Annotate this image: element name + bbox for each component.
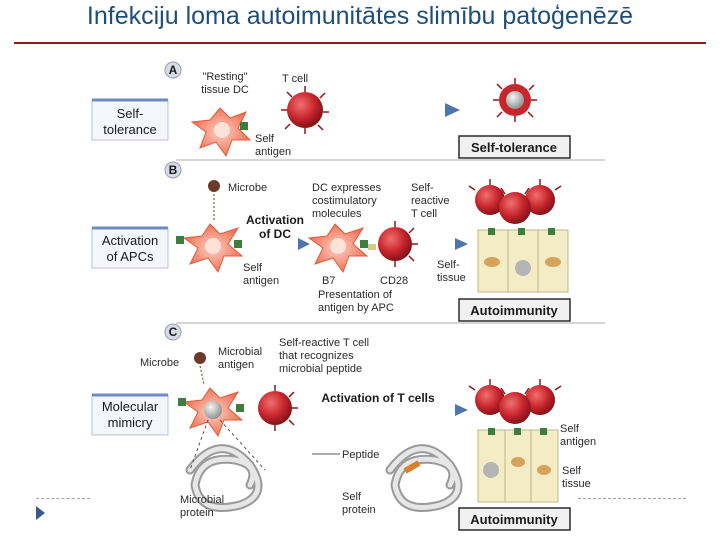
self-protein-label-2: protein xyxy=(342,504,376,516)
autoimmunity-arrow-head-b xyxy=(455,238,468,250)
dc-expresses-label-3: molecules xyxy=(312,208,362,220)
recognizes-label-1: Self-reactive T cell xyxy=(279,337,369,349)
autoimmunity-outcome-box-b xyxy=(458,298,571,322)
panel-a-side-label-2: tolerance xyxy=(103,122,156,137)
self-antigen-label-2: antigen xyxy=(255,146,291,158)
activated-dendritic-cell-1 xyxy=(182,223,244,274)
panel-b-outcome: Autoimmunity xyxy=(470,303,558,318)
self-tissue-block-c xyxy=(477,428,559,503)
self-antigen-label-c1: Self xyxy=(560,423,580,435)
activation-t-cells-label: Activation of T cells xyxy=(321,391,435,405)
panel-b-side-label-2: of APCs xyxy=(107,249,154,264)
self-reactive-label-3: T cell xyxy=(411,208,437,220)
footer-dash-right xyxy=(578,498,686,499)
self-antigen-label-1: Self xyxy=(255,133,275,145)
self-tissue-label-c2: tissue xyxy=(562,478,591,490)
self-tissue-label-c1: Self xyxy=(562,465,582,477)
footer-dash-left xyxy=(36,498,90,499)
panel-a-outcome: Self-tolerance xyxy=(471,140,557,155)
microbial-antigen-label-2: antigen xyxy=(218,359,254,371)
panel-a-side-box xyxy=(91,99,169,141)
self-reactive-t-cell-c xyxy=(258,385,298,431)
self-antigen-label-b2: antigen xyxy=(243,275,279,287)
panel-a-badge xyxy=(164,61,182,79)
presentation-label-1: Presentation of xyxy=(318,289,393,301)
b7-label: B7 xyxy=(322,275,335,287)
microbe-icon-c xyxy=(194,352,206,364)
title-underline xyxy=(14,42,706,44)
tissue-t-cell-cluster-b xyxy=(468,179,562,224)
tolerance-arrow-head xyxy=(445,103,460,117)
slide-title: Infekciju loma autoimunitātes slimību pa… xyxy=(86,2,634,30)
resting-dc-label-2: tissue DC xyxy=(201,84,249,96)
t-cell xyxy=(281,86,329,134)
self-antigen-label-b1: Self xyxy=(243,262,263,274)
tissue-t-cell-cluster-c xyxy=(468,379,562,424)
cd28-label: CD28 xyxy=(380,275,408,287)
peptide-segment xyxy=(403,460,421,474)
t-cell-label: T cell xyxy=(282,73,308,85)
presentation-label-2: antigen by APC xyxy=(318,302,394,314)
panel-a-side-label-1: Self- xyxy=(117,106,144,121)
panel-c: C Molecular mimicry Microbe Microbial an… xyxy=(91,323,596,531)
microbe-label-b: Microbe xyxy=(228,182,267,194)
anergic-t-cell xyxy=(493,78,537,122)
self-antigen-label-c2: antigen xyxy=(560,436,596,448)
recognizes-label-2: that recognizes xyxy=(279,350,354,362)
autoimmunity-outcome-box-c xyxy=(458,507,571,531)
self-tolerance-outcome-box xyxy=(458,135,571,159)
panel-c-letter: C xyxy=(169,325,178,339)
panel-b-side-label-1: Activation xyxy=(102,233,158,248)
activation-t-cells-arrow-head xyxy=(455,404,468,416)
panel-b: B Activation of APCs Microbe Self antige… xyxy=(91,161,571,322)
microbe-icon xyxy=(208,180,220,192)
resting-dendritic-cell xyxy=(190,107,252,158)
self-tissue-label-b1: Self- xyxy=(437,259,460,271)
activation-of-dc-label-2: of DC xyxy=(259,227,291,241)
recognizes-label-3: microbial peptide xyxy=(279,363,362,375)
self-tissue-block-b xyxy=(477,228,569,293)
self-reactive-label-1: Self- xyxy=(411,182,434,194)
dc-expresses-label-2: costimulatory xyxy=(312,195,377,207)
microbial-protein-label-1: Microbial xyxy=(180,494,224,506)
self-reactive-label-2: reactive xyxy=(411,195,450,207)
panel-a-letter: A xyxy=(169,63,178,77)
mhc-self-antigen xyxy=(240,122,248,130)
activated-dendritic-cell-2 xyxy=(307,223,369,274)
b7-molecule xyxy=(360,240,368,248)
panel-b-badge xyxy=(164,161,182,179)
panel-b-letter: B xyxy=(169,163,178,177)
dc-expresses-label-1: DC expresses xyxy=(312,182,382,194)
self-reactive-t-cell-b xyxy=(378,221,418,267)
self-protein-label-1: Self xyxy=(342,491,362,503)
panel-b-side-box xyxy=(91,227,169,269)
activation-dc-arrow-head xyxy=(298,238,310,250)
peptide-label: Peptide xyxy=(342,449,379,461)
panel-a: A Self- tolerance "Resting" tissue DC T … xyxy=(91,61,571,159)
microbial-protein-label-2: protein xyxy=(180,507,214,519)
self-tissue-label-b2: tissue xyxy=(437,272,466,284)
self-protein-coil xyxy=(385,444,463,512)
resting-dc-label-1: "Resting" xyxy=(202,71,247,83)
slide-bullet-icon xyxy=(36,506,45,520)
microbial-protein-coil xyxy=(185,444,263,512)
panel-c-side-label-2: mimicry xyxy=(108,415,153,430)
panel-c-outcome: Autoimmunity xyxy=(470,512,558,527)
microbe-label-c: Microbe xyxy=(140,357,179,369)
panel-c-badge xyxy=(164,323,182,341)
microbial-antigen-label-1: Microbial xyxy=(218,346,262,358)
activation-of-dc-label-1: Activation xyxy=(246,213,304,227)
dendritic-cell-c xyxy=(182,387,244,438)
panel-c-side-label-1: Molecular xyxy=(102,399,159,414)
